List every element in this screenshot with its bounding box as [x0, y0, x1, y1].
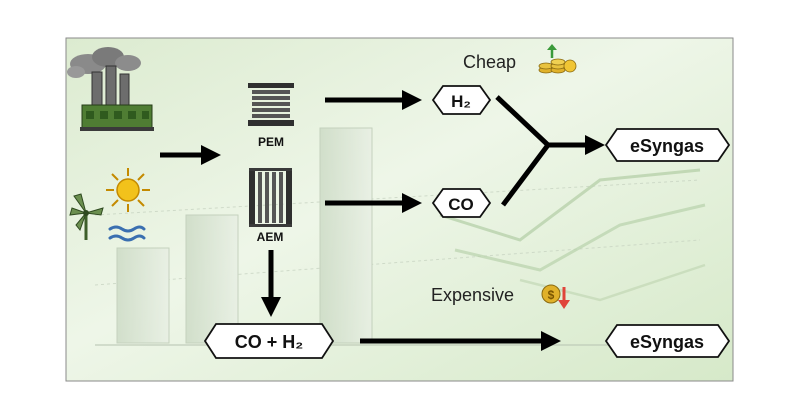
water-icon	[108, 225, 146, 242]
svg-text:CO + H₂: CO + H₂	[235, 332, 304, 352]
background-panel	[65, 37, 734, 382]
esyngas-top-node: eSyngas	[604, 128, 731, 162]
sun-icon	[106, 168, 150, 212]
svg-text:H₂: H₂	[451, 92, 471, 111]
svg-text:eSyngas: eSyngas	[630, 332, 704, 352]
cheap-label: Cheap	[463, 52, 516, 72]
svg-text:CO: CO	[448, 195, 474, 214]
money-up-icon	[538, 44, 577, 74]
esyngas-bottom-node: eSyngas	[604, 324, 731, 358]
aem-label: AEM	[257, 230, 284, 244]
pem-stack-icon	[248, 83, 294, 126]
aem-stack-icon	[249, 168, 292, 227]
factory-icon	[67, 47, 154, 131]
merge-arrow	[495, 95, 605, 207]
money-down-icon: $	[541, 284, 570, 309]
background-bars	[94, 127, 706, 346]
pem-label: PEM	[258, 135, 284, 149]
expensive-label: Expensive	[431, 285, 514, 305]
h2-node: H₂	[431, 85, 492, 115]
svg-text:$: $	[548, 288, 555, 302]
svg-text:eSyngas: eSyngas	[630, 136, 704, 156]
co-h2-node: CO + H₂	[203, 323, 335, 359]
wind-turbine-icon	[69, 193, 104, 240]
co-node: CO	[431, 188, 492, 218]
